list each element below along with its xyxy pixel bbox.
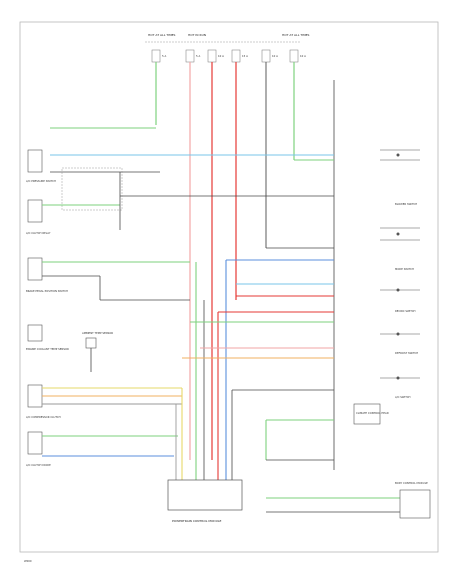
- fuse-4-label: 15 A: [242, 54, 248, 58]
- fuse-4: 15 A: [231, 49, 248, 63]
- brake-switch-label: BRAKE PEDAL POSITION SWITCH: [26, 289, 68, 293]
- fuse-1: 5 A: [151, 49, 166, 63]
- fuse-group-label-2: HOT IN RUN: [188, 33, 206, 37]
- ac-clutch-relay-label: A/C CLUTCH RELAY: [26, 231, 51, 235]
- ac-clutch-diode-label: A/C CLUTCH DIODE: [26, 463, 51, 467]
- fuse-group-label-1: HOT AT ALL TIMES: [148, 33, 176, 37]
- fuse-6-label: 10 A: [300, 54, 306, 58]
- component-mode-switch: MODE SWITCH: [380, 227, 420, 271]
- fuse-6: 10 A: [289, 49, 306, 63]
- fuse-2-label: 5 A: [196, 54, 200, 58]
- relay-box: [61, 167, 123, 211]
- page-code: W000: [24, 559, 32, 563]
- component-bcm: BODY CONTROL MODULE: [395, 481, 431, 519]
- climate-head-label: CLIMATE CONTROL HEAD: [356, 411, 389, 415]
- ac-compressor-clutch-label: A/C COMPRESSOR CLUTCH: [26, 415, 61, 419]
- pcm-label: POWERTRAIN CONTROL MODULE: [172, 519, 222, 523]
- coolant-sensor-label: ENGINE COOLANT TEMP SENSOR: [26, 347, 69, 351]
- component-ambient-sensor: AMBIENT TEMP SENSOR: [82, 331, 113, 349]
- component-recirc-switch: RECIRC SWITCH: [380, 288, 420, 313]
- fuse-5: 10 A: [261, 49, 278, 63]
- component-blower-switch: BLOWER SWITCH: [380, 149, 420, 206]
- blower-switch-label: BLOWER SWITCH: [395, 202, 417, 206]
- ac-switch-label: A/C SWITCH: [395, 395, 411, 399]
- ac-pressure-switch-label: A/C PRESSURE SWITCH: [26, 179, 56, 183]
- diagram-frame: [19, 21, 439, 553]
- component-pcm: POWERTRAIN CONTROL MODULE: [167, 479, 243, 523]
- component-ac-pressure-switch: A/C PRESSURE SWITCH: [26, 149, 56, 183]
- component-climate-head: CLIMATE CONTROL HEAD: [353, 403, 389, 425]
- fuse-5-label: 10 A: [272, 54, 278, 58]
- component-ac-compressor-clutch: A/C COMPRESSOR CLUTCH: [26, 384, 61, 419]
- fuse-3: 10 A: [207, 49, 224, 63]
- fuse-group-label-3: HOT AT ALL TIMES: [282, 33, 310, 37]
- defrost-switch-label: DEFROST SWITCH: [395, 351, 418, 355]
- component-ac-clutch-diode: A/C CLUTCH DIODE: [26, 431, 51, 467]
- fuse-1-label: 5 A: [162, 54, 166, 58]
- component-ac-clutch-relay: A/C CLUTCH RELAY: [26, 199, 51, 235]
- component-ac-switch: A/C SWITCH: [380, 376, 420, 399]
- fuse-2: 5 A: [185, 49, 200, 63]
- mode-switch-label: MODE SWITCH: [395, 267, 414, 271]
- recirc-switch-label: RECIRC SWITCH: [395, 309, 416, 313]
- component-defrost-switch: DEFROST SWITCH: [380, 332, 420, 355]
- ambient-sensor-label: AMBIENT TEMP SENSOR: [82, 331, 113, 335]
- fuse-3-label: 10 A: [218, 54, 224, 58]
- component-brake-switch: BRAKE PEDAL POSITION SWITCH: [26, 257, 68, 293]
- bcm-label: BODY CONTROL MODULE: [395, 481, 428, 485]
- component-coolant-sensor: ENGINE COOLANT TEMP SENSOR: [26, 324, 69, 351]
